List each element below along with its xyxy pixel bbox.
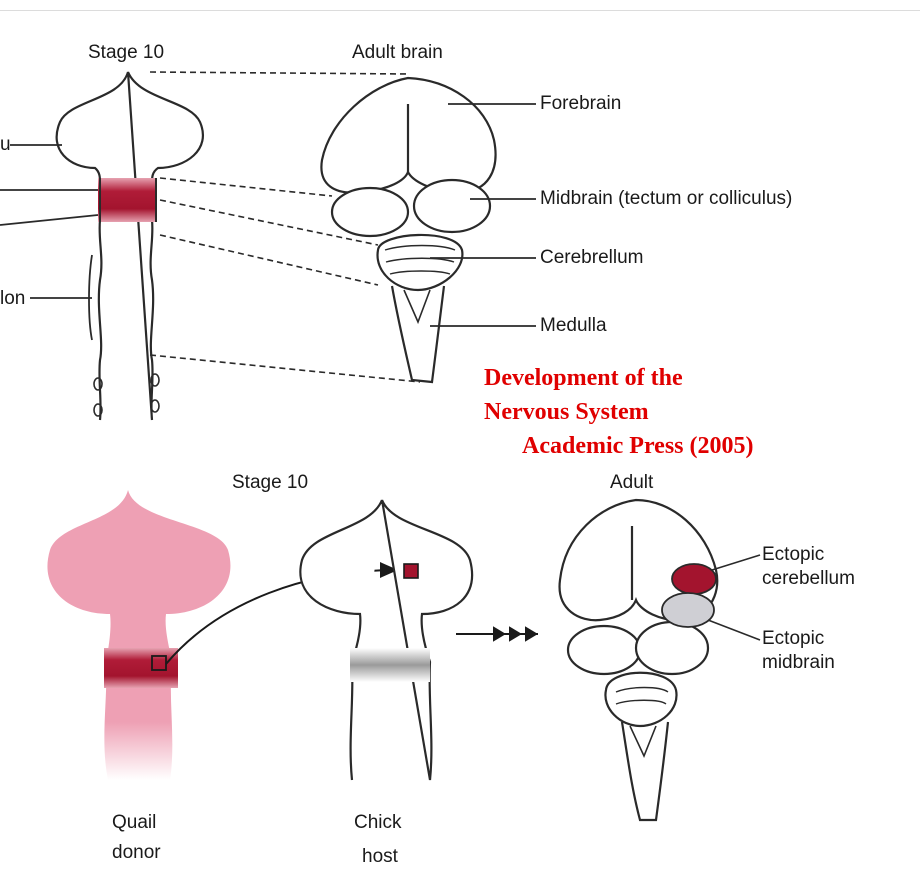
ectopic-midbrain	[662, 593, 714, 627]
credit-line-1: Development of the	[484, 364, 683, 392]
stage10-embryo-top	[57, 72, 203, 420]
chick-host-embryo	[300, 500, 472, 780]
donor-label: donor	[112, 842, 161, 864]
host-label: host	[362, 846, 398, 868]
quail-donor-embryo	[47, 490, 230, 780]
adult-brain-bottom	[560, 500, 718, 820]
cerebellum-label: Cerebrellum	[540, 247, 643, 269]
midbrain-label: Midbrain (tectum or colliculus)	[540, 188, 792, 210]
stage10-label-bottom: Stage 10	[232, 472, 308, 494]
medulla-label: Medulla	[540, 315, 607, 337]
credit-line-2: Nervous System	[484, 398, 649, 426]
adult-brain-label: Adult brain	[352, 42, 443, 64]
grey-band-host	[350, 648, 430, 682]
ectopic-cerebellum	[672, 564, 716, 594]
red-band-top	[98, 178, 156, 222]
graft-square-host	[404, 564, 418, 578]
ectopic-midbrain-label-1: Ectopic	[762, 628, 824, 650]
ectopic-midbrain-label-2: midbrain	[762, 652, 835, 674]
leader-lines-left	[0, 145, 98, 340]
forebrain-label: Forebrain	[540, 93, 621, 115]
chick-label: Chick	[354, 812, 402, 834]
development-arrows	[456, 628, 538, 640]
adult-brain-top	[321, 78, 495, 382]
adult-label-bottom: Adult	[610, 472, 653, 494]
credit-line-3: Academic Press (2005)	[522, 432, 754, 460]
stage10-label-top: Stage 10	[88, 42, 164, 64]
left-partial-label-2: lon	[0, 288, 25, 310]
left-partial-label-1: u	[0, 134, 11, 156]
quail-label: Quail	[112, 812, 156, 834]
ectopic-cerebellum-label-2: cerebellum	[762, 568, 855, 590]
ectopic-cerebellum-label-1: Ectopic	[762, 544, 824, 566]
